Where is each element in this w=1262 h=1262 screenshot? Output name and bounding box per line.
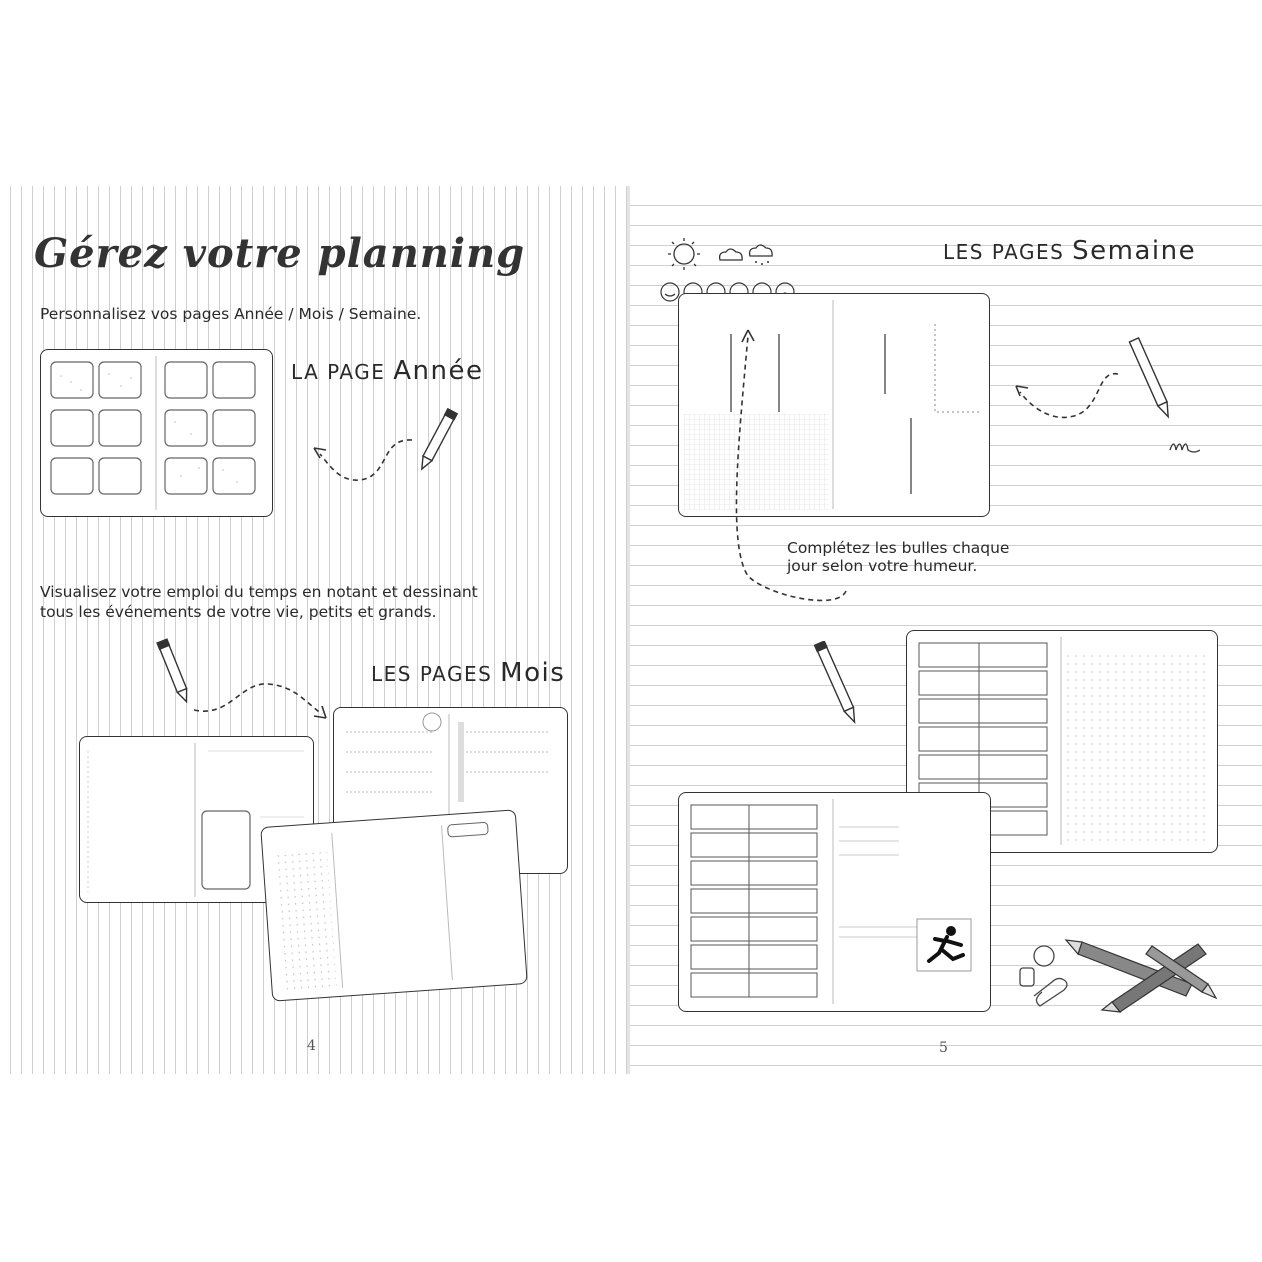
- mois-heading-emph: Mois: [500, 658, 566, 688]
- semaine-heading-prefix: les pages: [943, 240, 1073, 264]
- mois-text-line2: tous les événements de votre vie, petits…: [40, 603, 437, 621]
- pencil-icon: [1128, 337, 1170, 419]
- pencil-icon: [420, 407, 459, 471]
- annee-page-thumbnail: [40, 349, 273, 517]
- semaine-week-illustration-2: [918, 637, 1209, 845]
- mois-list-illustration-2: [346, 712, 548, 868]
- mois-page-thumbnail-3: [260, 809, 528, 1002]
- semaine-heading-emph: Semaine: [1072, 236, 1197, 266]
- page-title: Gérez votre planning: [34, 230, 526, 277]
- left-page: Gérez votre planning Personnalisez vos p…: [0, 186, 628, 1074]
- mois-calendar-illustration-1: [87, 743, 304, 897]
- semaine-week-illustration-1: [683, 300, 979, 510]
- clip-icon: [1019, 967, 1035, 987]
- pencil-arrow-mois: [156, 638, 327, 719]
- bulles-caption-line2: jour selon votre humeur.: [787, 557, 978, 575]
- semaine-week-illustration-3: [690, 799, 972, 1004]
- semaine-page-thumbnail-1: [678, 293, 990, 517]
- crossed-pencils-icon: [1064, 939, 1218, 1013]
- cloud-icon: [718, 248, 743, 261]
- annee-heading: la page Année: [291, 356, 484, 386]
- annee-heading-prefix: la page: [291, 360, 394, 384]
- sun-icon: [668, 238, 700, 270]
- running-person-icon: [916, 918, 972, 972]
- mois-grid-illustration-3: [272, 822, 489, 991]
- book-spread: Gérez votre planning Personnalisez vos p…: [0, 186, 1262, 1074]
- bulles-caption-line1: Complétez les bulles chaque: [787, 539, 1010, 557]
- annee-heading-emph: Année: [393, 356, 484, 386]
- paperclip-icon: [1033, 977, 1068, 1007]
- pencil-arrow-semaine: [1015, 337, 1200, 453]
- pin-icon: [1033, 945, 1055, 967]
- intro-text: Personnalisez vos pages Année / Mois / S…: [40, 305, 422, 323]
- pencil-icon: [156, 638, 188, 704]
- page-number-left: 4: [307, 1038, 316, 1054]
- annee-grid-illustration: [50, 356, 256, 510]
- semaine-heading: les pages Semaine: [943, 236, 1196, 266]
- mois-heading: les pages Mois: [371, 658, 565, 688]
- pencil-icon-lower: [813, 641, 856, 724]
- dashed-arrow-bulles: [735, 329, 847, 602]
- page-number-right: 5: [939, 1040, 948, 1056]
- mois-text-line1: Visualisez votre emploi du temps en nota…: [40, 583, 478, 601]
- right-page: les pages Semaine: [630, 186, 1262, 1074]
- semaine-page-thumbnail-3: [678, 792, 991, 1012]
- rain-cloud-icon: [748, 244, 773, 257]
- mois-heading-prefix: les pages: [371, 662, 501, 686]
- stationery-decoration: [1019, 939, 1218, 1013]
- book-gutter: [627, 186, 631, 1074]
- pencil-arrow-annee: [313, 407, 459, 481]
